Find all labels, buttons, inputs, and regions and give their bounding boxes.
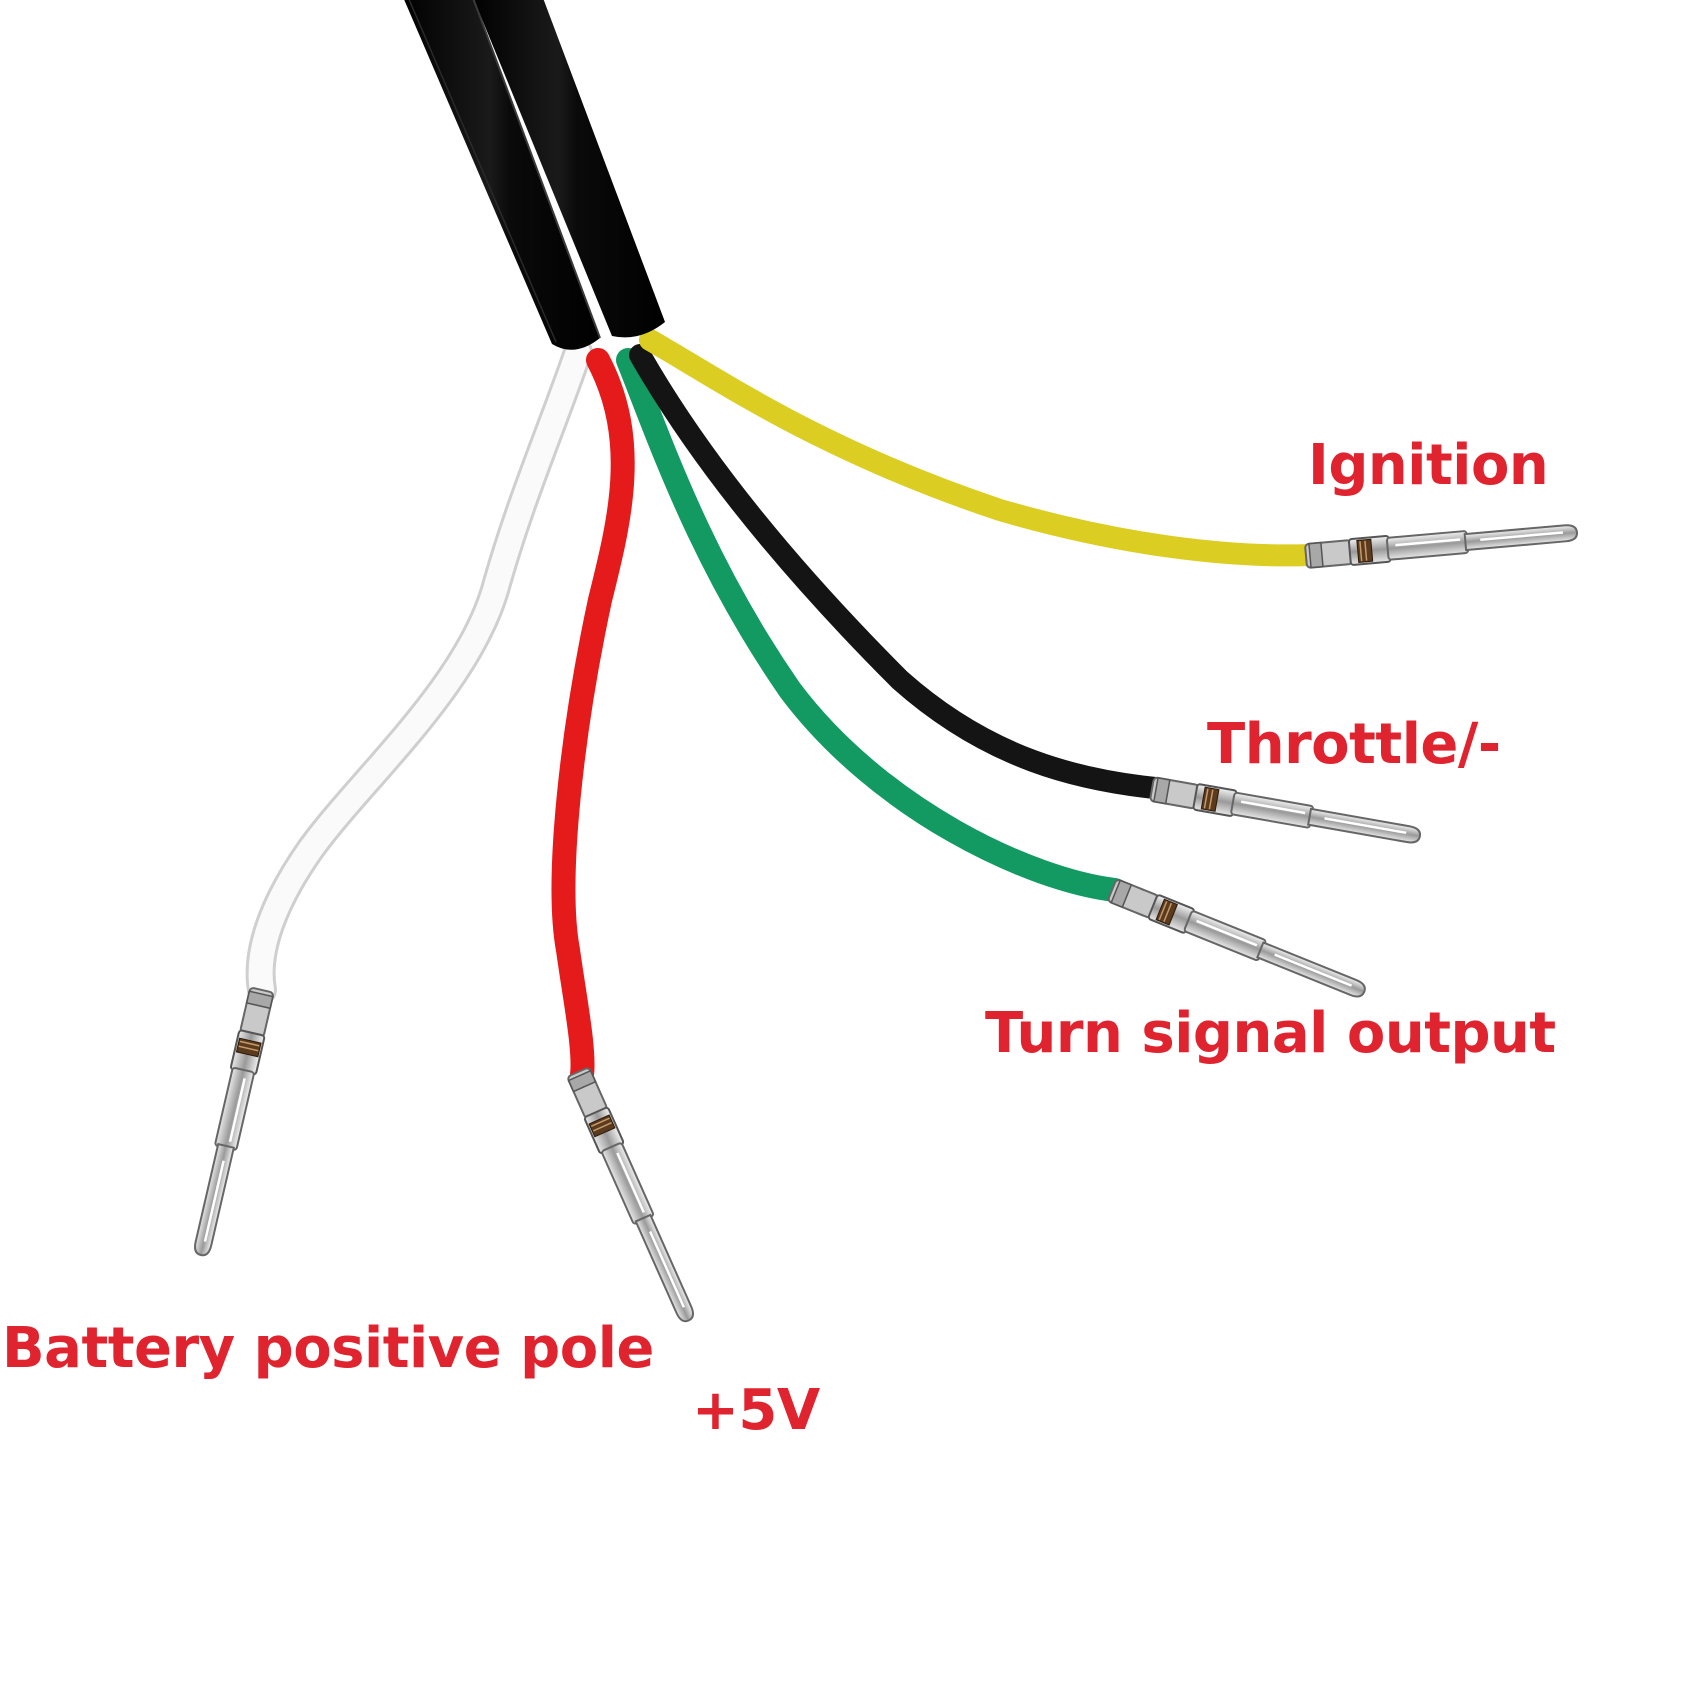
ignition-label: Ignition: [1308, 433, 1549, 498]
green-wire: [616, 348, 1127, 902]
battery-positive-label: Battery positive pole: [2, 1316, 654, 1381]
throttle-label: Throttle/-: [1207, 712, 1501, 777]
turn-signal-label: Turn signal output: [985, 1001, 1556, 1066]
plus5v-label: +5V: [692, 1378, 820, 1443]
black-wire: [629, 344, 1166, 799]
cable-sheath-icon: [404, 0, 665, 350]
pin-terminal-icon: [1303, 518, 1580, 571]
pin-terminal-icon: [186, 985, 276, 1260]
red-wire: [551, 348, 635, 1087]
pin-terminal-icon: [1148, 774, 1424, 851]
pin-terminal-icon: [1105, 876, 1371, 1006]
yellow-wire: [639, 329, 1321, 567]
pin-terminal-icon: [564, 1065, 702, 1328]
